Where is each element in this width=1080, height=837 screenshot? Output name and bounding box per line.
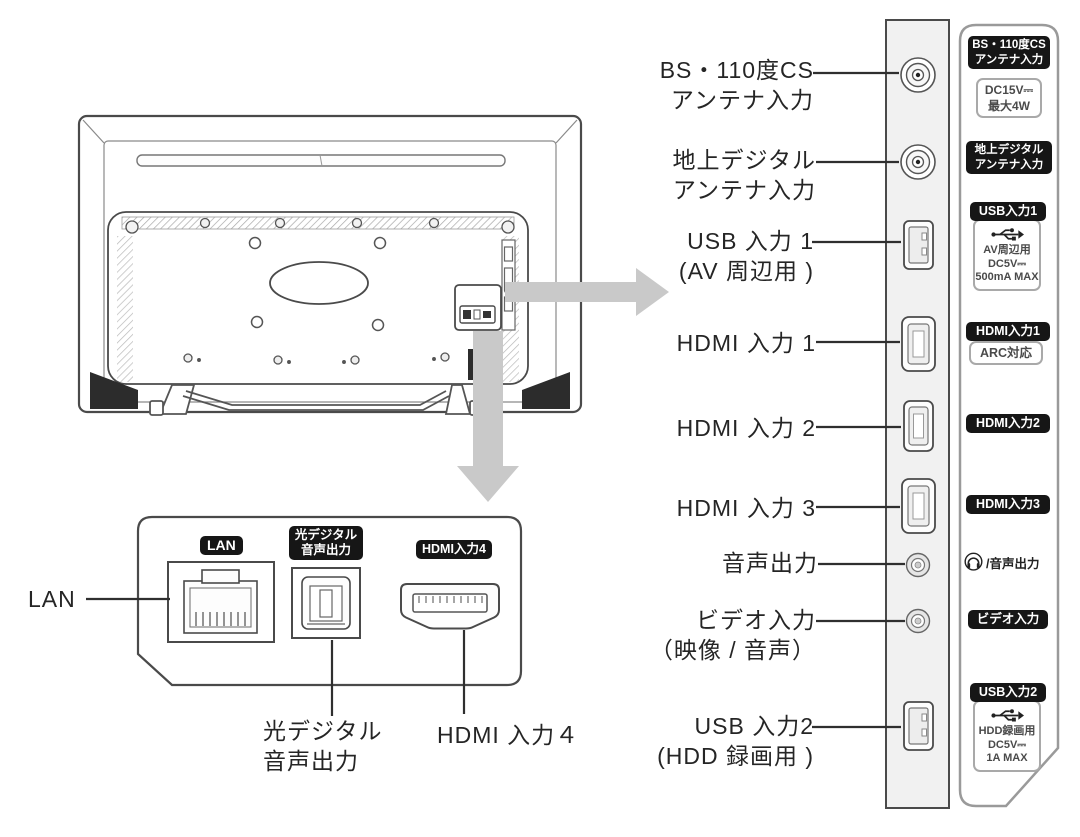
callout-line: 地上デジタル xyxy=(672,147,816,173)
tv-stand xyxy=(149,384,484,416)
coax-port-terrestrial xyxy=(900,144,936,180)
usb-icon xyxy=(991,709,1024,722)
callout-video-in: ビデオ入力 （映像 / 音声） xyxy=(650,605,816,665)
detail-panel-outline xyxy=(136,515,523,687)
hdmi4-badge: HDMI入力4 xyxy=(416,540,492,559)
callout-line: HDMI 入力 2 xyxy=(676,415,816,441)
callout-line: USB 入力 1 xyxy=(687,228,814,254)
vesa-holes xyxy=(248,236,387,332)
callout-line: 音声出力 xyxy=(722,550,818,576)
spec-line: DC5V⎓ xyxy=(987,738,1027,751)
usb-port-1 xyxy=(903,220,934,270)
callout-bs-antenna: BS・110度CS アンテナ入力 xyxy=(660,55,814,115)
callout-line: (AV 周辺用 ) xyxy=(678,258,814,284)
screw-icons xyxy=(125,217,515,234)
side-hdmi1-arc-note: ARC対応 xyxy=(969,341,1043,365)
audio-out-jack xyxy=(905,552,931,578)
side-video-in-badge: ビデオ入力 xyxy=(968,610,1048,629)
spec-line: 1A MAX xyxy=(986,752,1028,764)
callout-line: HDMI 入力 1 xyxy=(676,330,816,356)
optical-audio-port xyxy=(291,567,361,639)
badge-line: アンテナ入力 xyxy=(974,53,1044,66)
side-hdmi3-badge: HDMI入力3 xyxy=(966,495,1050,514)
optical-audio-badge: 光デジタル 音声出力 xyxy=(289,526,363,560)
hdmi4-port xyxy=(400,583,500,630)
callout-line: HDMI 入力 3 xyxy=(676,495,816,521)
side-audio-out-row: /音声出力 xyxy=(963,552,1039,573)
badge-line: アンテナ入力 xyxy=(974,158,1044,171)
badge-line: 光デジタル xyxy=(294,528,358,542)
hdmi4-label: HDMI 入力４ xyxy=(437,722,580,748)
tv-back-illustration xyxy=(77,114,583,416)
side-hdmi2-badge: HDMI入力2 xyxy=(966,414,1050,433)
headphones-icon xyxy=(964,552,983,571)
side-hdmi1-badge: HDMI入力1 xyxy=(966,322,1050,341)
callout-line: USB 入力2 xyxy=(694,713,814,739)
usb-icon xyxy=(991,228,1024,241)
side-terrestrial-badge: 地上デジタル アンテナ入力 xyxy=(966,141,1052,174)
side-bs-spec: DC15V⎓ 最大4W xyxy=(976,78,1042,118)
callout-audio-out: 音声出力 xyxy=(722,548,818,578)
spec-line: HDD録画用 xyxy=(978,725,1036,737)
callout-usb1: USB 入力 1 (AV 周辺用 ) xyxy=(679,226,814,286)
spec-line: DC5V⎓ xyxy=(987,257,1027,270)
side-usb2-spec: HDD録画用 DC5V⎓ 1A MAX xyxy=(973,700,1041,772)
bottom-screws xyxy=(183,352,450,365)
spec-line: AV周辺用 xyxy=(983,244,1031,256)
badge-line: BS・110度CS xyxy=(972,39,1046,51)
video-in-jack xyxy=(905,608,931,634)
lan-port xyxy=(167,561,275,643)
callout-line: (HDD 録画用 ) xyxy=(657,743,814,769)
hdmi-port-1 xyxy=(901,316,936,372)
callout-line: （映像 / 音声） xyxy=(649,637,816,663)
callout-line: BS・110度CS xyxy=(659,57,814,83)
badge-line: 音声出力 xyxy=(300,543,351,557)
callout-line: アンテナ入力 xyxy=(672,177,816,203)
callout-usb2: USB 入力2 (HDD 録画用 ) xyxy=(657,711,814,771)
rear-port-strip xyxy=(885,19,950,809)
side-bs-antenna-badge: BS・110度CS アンテナ入力 xyxy=(968,36,1050,69)
leader-lines xyxy=(86,71,905,729)
callout-hdmi3: HDMI 入力 3 xyxy=(677,493,816,523)
label-line: 光デジタル xyxy=(263,718,383,744)
tv-terminal-box xyxy=(454,284,508,331)
optical-audio-label: 光デジタル 音声出力 xyxy=(263,716,383,776)
spec-line: 最大4W xyxy=(987,99,1030,113)
spec-line: DC15V⎓ xyxy=(984,83,1034,97)
cable-hole xyxy=(269,261,369,305)
coax-port-bs xyxy=(900,57,936,93)
tv-handle-bar xyxy=(136,154,506,167)
hdmi-port-3 xyxy=(901,478,936,534)
audio-out-label: /音声出力 xyxy=(986,557,1040,571)
lan-label: LAN xyxy=(28,586,76,612)
arrow-right-icon xyxy=(505,268,669,316)
lan-badge: LAN xyxy=(200,536,243,555)
arrow-down-icon xyxy=(457,331,519,502)
hdmi-port-2 xyxy=(903,400,934,452)
callout-line: ビデオ入力 xyxy=(696,607,816,633)
spec-line: 500mA MAX xyxy=(975,271,1039,283)
side-usb1-badge: USB入力1 xyxy=(970,202,1046,221)
badge-line: 地上デジタル xyxy=(974,144,1044,156)
usb-port-2 xyxy=(903,701,934,751)
callout-hdmi1: HDMI 入力 1 xyxy=(677,328,816,358)
callout-line: アンテナ入力 xyxy=(670,87,814,113)
callout-terrestrial-antenna: 地上デジタル アンテナ入力 xyxy=(672,145,816,205)
callout-hdmi2: HDMI 入力 2 xyxy=(677,413,816,443)
side-usb2-badge: USB入力2 xyxy=(970,683,1046,702)
side-usb1-spec: AV周辺用 DC5V⎓ 500mA MAX xyxy=(973,219,1041,291)
label-line: 音声出力 xyxy=(263,748,359,774)
